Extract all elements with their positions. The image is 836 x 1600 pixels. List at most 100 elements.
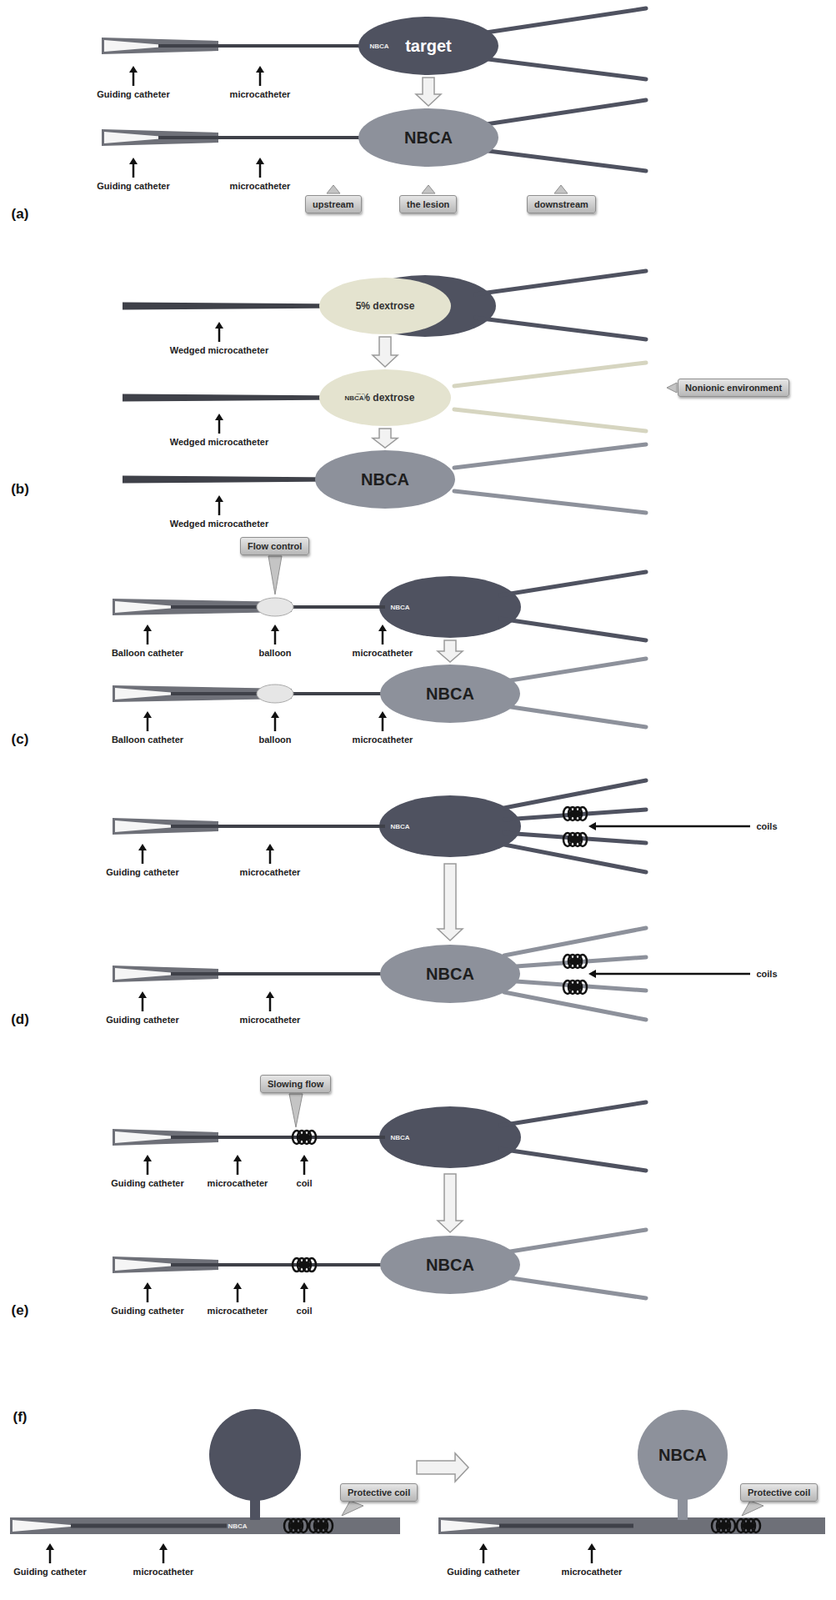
callout-box: Flow control — [240, 536, 310, 556]
microcatheter — [122, 302, 342, 311]
part-label: Balloon catheter — [111, 647, 184, 658]
callout-box: Protective coil — [740, 1482, 818, 1502]
node-text: NBCA — [360, 470, 410, 490]
part-label: balloon — [258, 734, 291, 745]
lesion-oval: NBCA — [379, 1234, 521, 1295]
pointer-arrow — [259, 162, 262, 178]
lesion-oval: NBCA — [379, 943, 521, 1004]
vessel-branch — [475, 270, 646, 295]
catheter-lumen — [115, 600, 171, 613]
part-label: NBCA — [368, 42, 390, 51]
pointer-head — [255, 157, 265, 165]
microcatheter — [499, 1523, 634, 1528]
microcatheter — [170, 1262, 386, 1267]
pointer-arrow — [259, 70, 262, 86]
part-label: Guiding catheter — [96, 180, 170, 191]
oval-fill — [380, 944, 521, 1003]
node-text: Flow control — [247, 540, 302, 551]
pointer-head — [143, 624, 152, 631]
vessel-branch — [475, 317, 646, 340]
catheter-lumen — [115, 1258, 171, 1271]
lesion-oval — [379, 575, 521, 638]
vessel-branch — [454, 444, 646, 468]
node-text: Nonionic environment — [685, 382, 782, 393]
part-label: Guiding catheter — [96, 89, 170, 100]
vessel-branch — [454, 362, 646, 386]
lesion-oval: NBCA — [314, 449, 456, 510]
oval-fill — [380, 664, 521, 723]
part-label: microcatheter — [240, 1014, 301, 1025]
pointer-head — [588, 821, 596, 831]
vessel-branch — [504, 991, 646, 1020]
pointer-head — [270, 624, 280, 631]
callout-box: the lesion — [399, 195, 457, 214]
node-text: Slowing flow — [267, 1078, 324, 1089]
lesion-oval: NBCA — [357, 107, 500, 168]
catheter-lumen — [440, 1519, 500, 1532]
pointer-head — [588, 969, 596, 978]
pointer-head — [378, 624, 387, 631]
pointer-head — [45, 1542, 55, 1550]
part-label: microcatheter — [207, 1177, 269, 1188]
vessel-branch — [504, 927, 646, 956]
pointer-arrow — [218, 326, 221, 342]
part-label: microcatheter — [230, 180, 291, 191]
oval-fill — [358, 16, 499, 76]
callout-pointer — [554, 185, 568, 194]
pointer-arrow — [218, 418, 221, 434]
part-label: Wedged microcatheter — [170, 518, 269, 529]
microcatheter — [70, 1523, 227, 1528]
microcatheter — [170, 971, 386, 976]
part-label: NBCA — [226, 1521, 248, 1530]
node-text: downstream — [534, 199, 589, 210]
step-arrow — [372, 336, 398, 367]
microcatheter — [170, 1135, 386, 1139]
step-arrow — [415, 77, 441, 106]
vessel-branch — [500, 618, 646, 641]
microcatheter — [158, 135, 371, 140]
part-label: microcatheter — [230, 89, 291, 100]
pointer-arrow — [146, 715, 150, 731]
part-label: NBCA — [389, 1133, 411, 1142]
node-text: NBCA — [425, 964, 475, 984]
vessel-branch — [454, 490, 646, 513]
coil-mass — [715, 1521, 731, 1529]
callout-pointer — [341, 1500, 364, 1516]
pointer-head — [215, 413, 224, 421]
pointer-arrow — [236, 1159, 240, 1175]
pointer-head — [265, 991, 275, 998]
pointer-head — [300, 1154, 309, 1162]
pointer-head — [159, 1542, 168, 1550]
oval-fill — [319, 369, 451, 426]
vessel-branch — [504, 780, 646, 808]
vessel-branch — [475, 8, 646, 35]
oval-fill — [380, 1235, 521, 1294]
pointer-head — [233, 1154, 242, 1162]
coil-mass — [296, 1261, 312, 1268]
panel-letter: (d) — [10, 1011, 30, 1028]
panel-letter: (c) — [11, 730, 30, 748]
node-text: NBCA — [658, 1445, 707, 1465]
coil-mass — [296, 1133, 312, 1141]
pointer-head — [479, 1542, 488, 1550]
lesion-oval — [379, 1106, 521, 1168]
lesion-oval — [256, 684, 294, 703]
node-text: 5% dextrose — [355, 300, 416, 312]
callout-pointer — [289, 1093, 303, 1127]
vessel-branch — [500, 1276, 646, 1298]
coil-mass — [567, 957, 583, 965]
panel-letter: (a) — [11, 205, 30, 223]
node-text: the lesion — [406, 199, 450, 210]
part-label: NBCA — [389, 822, 411, 831]
part-label: coil — [296, 1177, 313, 1188]
pointer-arrow — [274, 715, 277, 731]
node-text: NBCA — [425, 1255, 475, 1275]
part-label: Wedged microcatheter — [170, 436, 269, 447]
pointer-head — [300, 1281, 309, 1289]
part-label: microcatheter — [240, 866, 301, 877]
panel-letter: (f) — [13, 1408, 28, 1426]
microcatheter — [122, 475, 334, 484]
oval-fill — [319, 277, 451, 335]
